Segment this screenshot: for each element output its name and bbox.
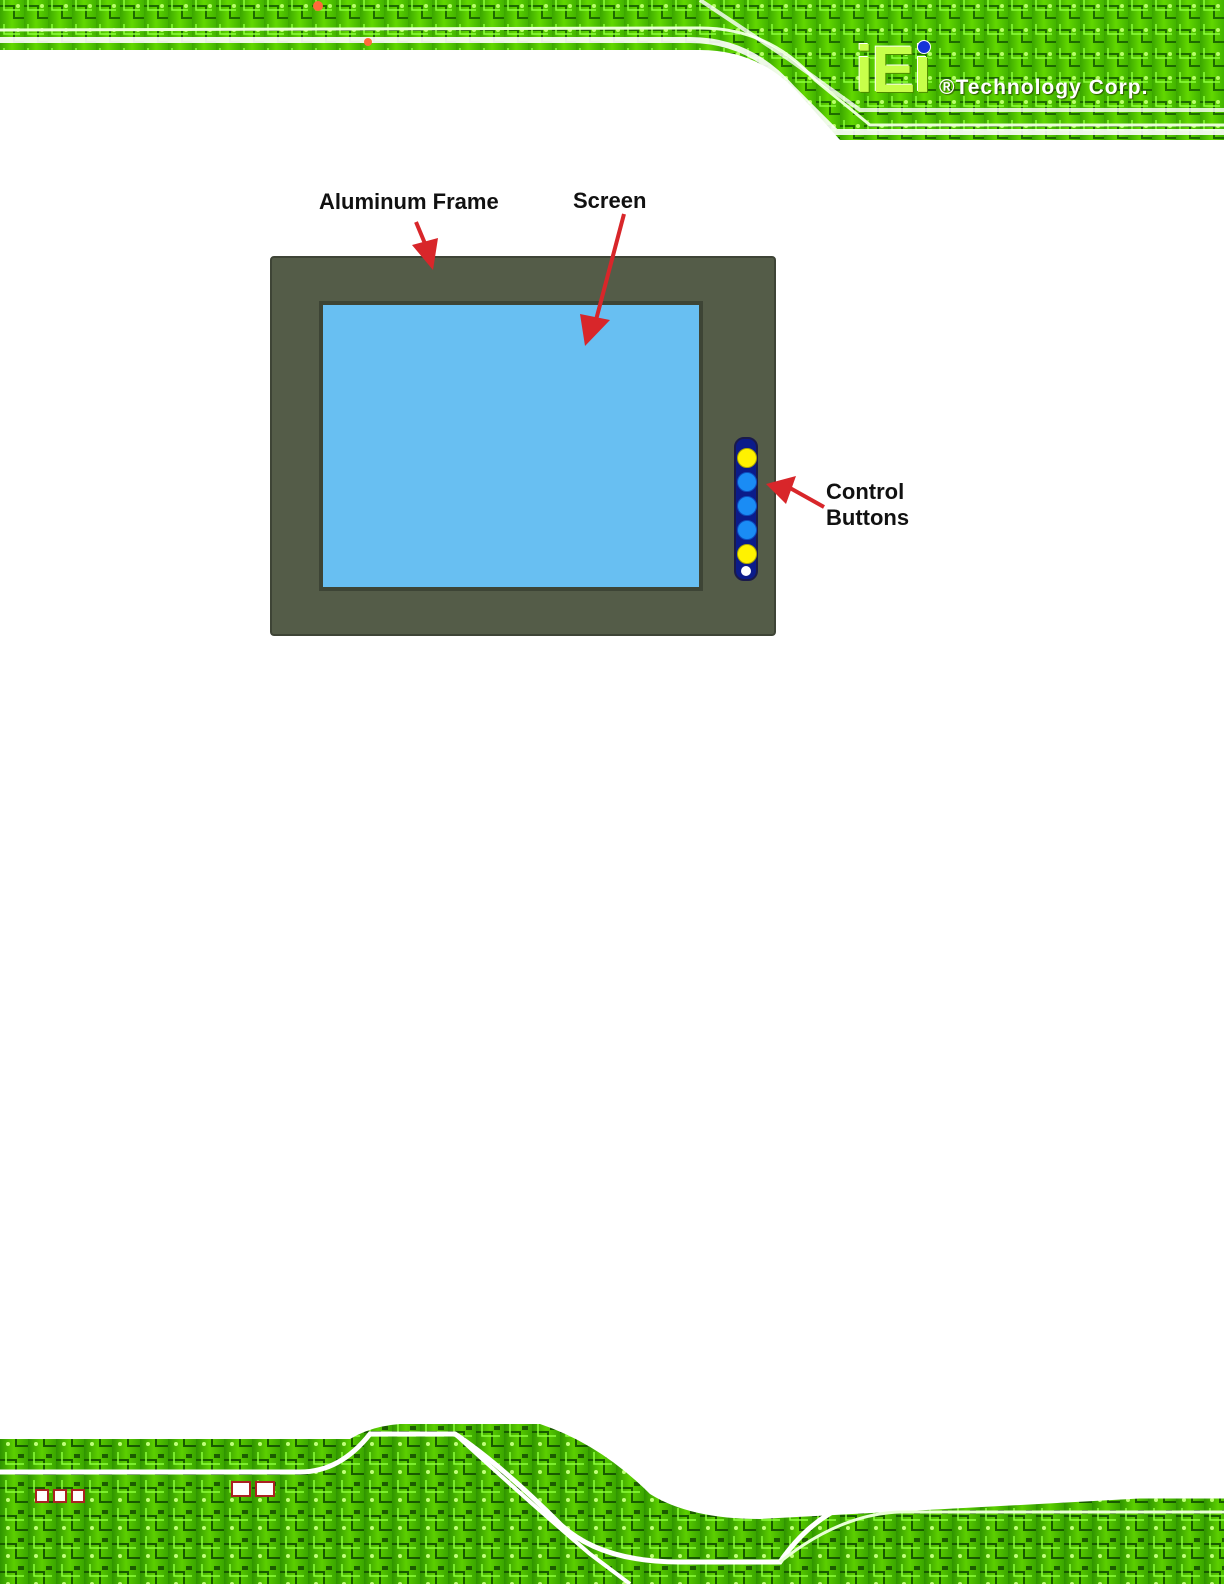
arrow-frame-icon bbox=[412, 222, 438, 270]
callout-arrows bbox=[0, 0, 1224, 700]
arrow-controls-icon bbox=[766, 476, 824, 507]
arrow-screen-icon bbox=[580, 214, 624, 346]
circuit-board-footer-graphic bbox=[0, 1424, 1224, 1584]
footer-banner bbox=[0, 1424, 1224, 1584]
front-panel-figure: Aluminum Frame Screen Control Buttons bbox=[0, 0, 1224, 700]
